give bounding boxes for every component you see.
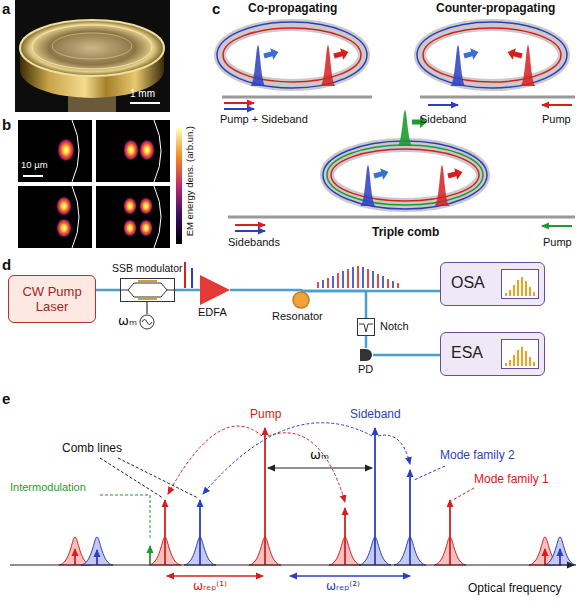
scale-bar-label: 10 µm <box>21 160 48 171</box>
annotation: Mode family 2 <box>440 449 515 463</box>
annotation: Mode family 1 <box>474 473 549 487</box>
analyzer-box: ESA <box>440 332 545 376</box>
annotation: Comb lines <box>62 442 122 456</box>
panel-letter: c <box>212 0 220 17</box>
filter-box: Notch <box>357 318 375 336</box>
fiber-connector <box>175 289 200 292</box>
photodiode-symbol: PD <box>359 348 373 362</box>
component-label: PD <box>358 363 373 375</box>
box-label: ESA <box>451 344 483 362</box>
box-label: OSA <box>451 274 485 292</box>
panel-letter: d <box>2 256 11 273</box>
line-label: Sideband <box>350 408 401 422</box>
scale-bar-label: 1 mm <box>130 88 155 100</box>
amplifier-triangle: EDFA <box>200 275 230 305</box>
component-label: Resonator <box>272 310 323 322</box>
fiber-connector <box>365 336 368 348</box>
fiber-connector <box>96 289 120 292</box>
panel-title: Counter-propagating <box>436 2 555 16</box>
oscillator-symbol: ωₘ <box>139 314 155 330</box>
beam-label: Pump + Sideband <box>220 113 308 126</box>
spacing-label: ωᵣₑₚ⁽²⁾ <box>326 580 360 594</box>
resonator-circle: Resonator <box>292 291 310 309</box>
line-label: Pump <box>250 408 281 422</box>
analyzer-box: OSA <box>440 262 545 306</box>
beam-label: Sideband <box>420 113 467 126</box>
beam-label: Pump <box>543 236 572 249</box>
signal-label: ωₘ <box>118 313 137 328</box>
component-label: EDFA <box>198 306 227 318</box>
beam-label: Pump <box>542 113 571 126</box>
beam-label: Sidebands <box>228 236 280 249</box>
axis-label: Optical frequency <box>468 582 561 596</box>
panel-title: Triple comb <box>372 226 439 240</box>
panel-letter: a <box>2 0 10 17</box>
panel-title: Co-propagating <box>248 2 337 16</box>
panel-letter: e <box>2 390 10 407</box>
fiber-connector <box>373 354 440 357</box>
spacing-label: ωᵣₑₚ⁽¹⁾ <box>193 580 227 594</box>
component-label: SSB modulator <box>112 262 183 274</box>
annotation: Intermodulation <box>10 481 86 494</box>
fiber-connector <box>146 302 147 314</box>
component-label: Notch <box>380 320 409 332</box>
box-label: CW Pump Laser <box>9 284 95 314</box>
modulator-symbol: SSB modulator <box>120 278 175 302</box>
fiber-connector <box>230 290 301 291</box>
spacing-label: ωₘ <box>310 448 329 463</box>
colorbar-label: EM energy dens. (arb.un.) <box>185 126 196 236</box>
laser-box: CW Pump Laser <box>8 275 96 323</box>
panel-letter: b <box>2 116 11 133</box>
